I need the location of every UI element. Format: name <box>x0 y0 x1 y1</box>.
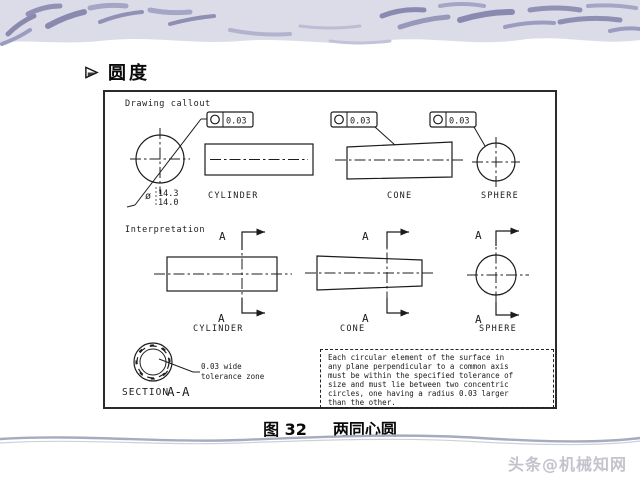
tolerance-zone-leader <box>158 358 200 373</box>
section-arrow <box>241 298 265 317</box>
feature-control-frame-cylinder: 0.03 <box>206 111 254 128</box>
interp-sphere-view: A A <box>467 227 529 326</box>
datum-letter: A <box>218 312 225 325</box>
section-title-word: SECTION <box>122 387 169 398</box>
tolerance-zone-note: 0.03 wide tolerance zone <box>201 362 265 381</box>
callout-sphere-view <box>472 137 520 189</box>
interp-cone-view: A A <box>305 228 435 325</box>
datum-letter: A <box>362 312 369 325</box>
label-sphere-interp: SPHERE <box>479 324 517 334</box>
bottom-wave-divider <box>0 434 640 446</box>
watermark: 头条@机械知网 <box>507 455 627 474</box>
figure-caption-number: 图 32 <box>263 420 307 439</box>
slide-title-row: 圆度 <box>84 59 150 85</box>
interpretation-note-text: Each circular element of the surface in … <box>328 353 514 407</box>
label-cylinder-interp: CYLINDER <box>193 324 244 334</box>
fcf-tolerance-value: 0.03 <box>449 116 469 126</box>
figure-frame: Drawing callout Interpretation ø 14.3 14… <box>103 90 557 409</box>
interpretation-note-box: Each circular element of the surface in … <box>320 349 554 408</box>
interpretation-label: Interpretation <box>125 225 205 235</box>
section-title-name: A-A <box>167 384 190 399</box>
circularity-symbol-icon <box>334 114 344 125</box>
callout-cone-view <box>335 141 465 180</box>
decorative-brush-band <box>0 0 640 46</box>
label-sphere-callout: SPHERE <box>481 191 519 201</box>
dimension-lower-limit: 14.0 <box>158 198 178 208</box>
fcf-tolerance-value: 0.03 <box>350 116 370 126</box>
section-arrow <box>386 228 409 248</box>
section-arrow <box>386 298 409 317</box>
diameter-dimension: ø 14.3 14.0 <box>145 187 178 208</box>
fcf-leader-cylinder <box>126 118 207 208</box>
circularity-symbol-icon <box>433 114 443 125</box>
dimension-diameter-symbol: ø <box>145 191 151 202</box>
feature-control-frame-sphere: 0.03 <box>429 111 477 128</box>
drawing-callout-label: Drawing callout <box>125 99 211 109</box>
page-title: 圆度 <box>108 63 150 84</box>
feature-control-frame-cone: 0.03 <box>330 111 378 128</box>
datum-letter: A <box>475 313 482 326</box>
section-aa-view <box>133 342 200 382</box>
fcf-leader-sphere <box>473 126 486 147</box>
label-cone-interp: CONE <box>340 324 365 334</box>
section-arrow <box>495 302 519 319</box>
figure-caption: 图 32 两同心圆 <box>103 416 557 440</box>
datum-letter: A <box>219 230 226 243</box>
circularity-symbol-icon <box>210 114 220 125</box>
callout-cylinder-end-view <box>130 128 190 194</box>
label-cone-callout: CONE <box>387 191 412 201</box>
fcf-leader-cone <box>374 126 396 146</box>
label-cylinder-callout: CYLINDER <box>208 191 259 201</box>
callout-cylinder-side-view <box>204 143 314 176</box>
section-arrow <box>495 227 519 246</box>
figure-caption-title: 两同心圆 <box>332 420 397 439</box>
datum-letter: A <box>475 229 482 242</box>
interp-cylinder-view: A A <box>154 228 292 325</box>
bullet-arrow-icon <box>85 65 99 79</box>
technical-figure: Drawing callout Interpretation ø 14.3 14… <box>122 99 529 399</box>
fcf-tolerance-value: 0.03 <box>226 116 246 126</box>
section-arrow <box>241 228 265 250</box>
datum-letter: A <box>362 230 369 243</box>
dimension-upper-limit: 14.3 <box>158 189 178 199</box>
